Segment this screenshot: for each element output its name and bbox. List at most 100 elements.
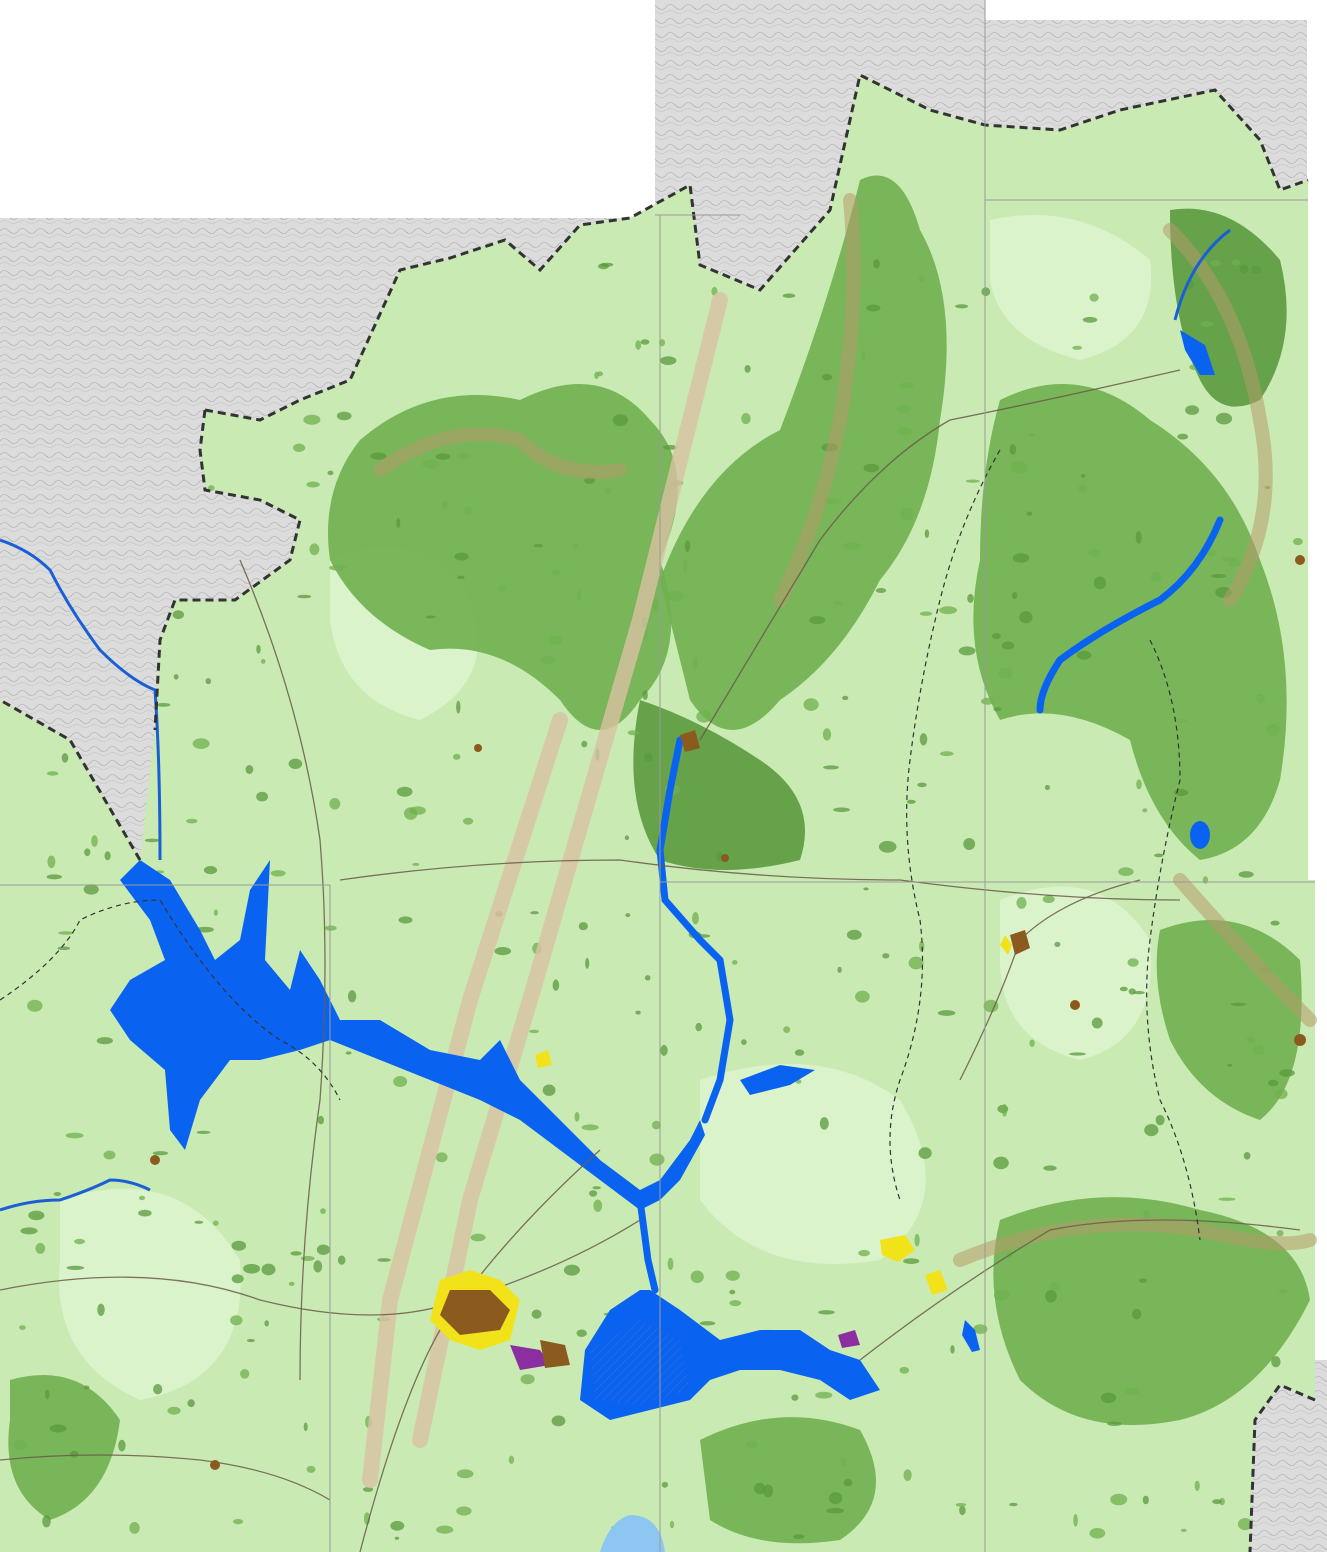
forest-patch	[97, 1303, 105, 1317]
forest-patch	[1279, 1069, 1295, 1077]
forest-patch	[993, 1156, 1009, 1170]
forest-patch	[1028, 433, 1036, 437]
forest-patch	[1089, 293, 1099, 302]
forest-patch	[1270, 920, 1280, 926]
forest-patch	[695, 1022, 702, 1032]
forest-patch	[1029, 1039, 1035, 1047]
forest-patch	[61, 753, 69, 763]
forest-patch	[683, 559, 688, 572]
forest-patch	[782, 293, 796, 298]
forest-patch	[1228, 559, 1241, 568]
forest-patch	[843, 1478, 853, 1487]
forest-patch	[842, 695, 849, 701]
forest-patch	[1251, 265, 1261, 275]
forest-patch	[520, 1374, 535, 1385]
forest-patch	[855, 990, 870, 1003]
forest-patch	[642, 690, 648, 700]
forest-patch	[841, 1457, 847, 1467]
forest-patch	[914, 1233, 920, 1247]
forest-patch	[793, 1534, 805, 1540]
forest-patch	[581, 1124, 599, 1131]
forest-patch	[1054, 941, 1061, 948]
rivers	[0, 228, 1231, 1294]
forest-patch	[231, 1274, 244, 1284]
forest-patch	[540, 656, 556, 664]
forest-patch	[167, 1406, 181, 1415]
forest-patch	[240, 1369, 250, 1379]
reservoir-north-east	[1180, 330, 1215, 375]
forest-patch	[1009, 1502, 1018, 1507]
forest-patch	[605, 487, 611, 494]
forest-patch	[1132, 991, 1145, 995]
forest-patch	[13, 1439, 27, 1451]
forest-patch	[529, 1029, 539, 1034]
forest-patch	[530, 911, 539, 915]
forest-patch	[690, 1270, 704, 1284]
special-zone	[838, 1330, 860, 1348]
forest-patch	[661, 1481, 669, 1488]
forest-patch	[300, 1256, 315, 1261]
forest-patch	[457, 575, 465, 580]
forest-patch	[1043, 1165, 1057, 1171]
forest-patch	[1266, 724, 1280, 736]
forest-patch	[1069, 1052, 1086, 1056]
forest-north-center	[660, 175, 947, 731]
forest-patch	[324, 925, 337, 931]
forest-patch	[1231, 259, 1241, 266]
forest-patch	[1019, 611, 1033, 624]
forest-patch	[20, 1227, 38, 1235]
forest-patch	[1132, 1308, 1142, 1320]
forest-patch	[1080, 474, 1086, 478]
forest-patch	[552, 979, 560, 991]
forest-patch	[625, 913, 631, 918]
forest-patch	[456, 1469, 474, 1479]
forest-patch	[896, 427, 913, 435]
forest-patch	[231, 1240, 247, 1251]
shrub-corridor	[373, 427, 627, 479]
forest-patch	[396, 518, 401, 528]
forest-patch	[823, 765, 839, 770]
forest-patch	[906, 799, 916, 804]
study-area-boundary-west	[0, 409, 302, 861]
forest-patch	[256, 791, 268, 802]
forest-patch	[696, 710, 712, 723]
forest-patch	[320, 1208, 326, 1214]
forest-patch	[803, 698, 819, 711]
forest-patch	[1142, 808, 1148, 813]
forest-patch	[1155, 1114, 1165, 1126]
forest-patch	[1215, 412, 1233, 425]
forest-patch	[939, 606, 957, 615]
forest-patch	[1227, 1063, 1233, 1067]
forest-patch	[731, 960, 738, 965]
forest-patch	[212, 1220, 219, 1226]
forest-patch	[1045, 1290, 1057, 1303]
forest-patch	[1001, 1104, 1008, 1117]
forest-patch	[955, 1503, 967, 1507]
forest-patch	[589, 1190, 598, 1197]
forest-patch	[84, 848, 91, 857]
forest-patch	[824, 498, 842, 504]
forest-patch	[899, 382, 914, 389]
hatched-lake-area	[590, 1320, 690, 1405]
forest-patch	[963, 838, 976, 850]
forest-patch	[725, 1270, 740, 1281]
road	[239, 559, 326, 1381]
forest-patch	[1136, 779, 1142, 790]
forest-patch	[58, 931, 74, 935]
forest-patch	[196, 926, 214, 933]
forest-patch	[1212, 1499, 1222, 1505]
forest-patch	[644, 975, 651, 981]
forest-patch	[967, 593, 974, 603]
forest-patch	[918, 1147, 932, 1159]
river-central	[656, 736, 734, 1124]
forest-patch	[303, 414, 321, 425]
forest-patch	[19, 1325, 26, 1330]
pond	[1190, 821, 1210, 849]
forest-patch	[1016, 897, 1027, 909]
forest-patch	[156, 703, 171, 707]
forest-patch	[317, 1115, 324, 1125]
village	[1294, 1034, 1306, 1046]
forest-patch	[1049, 1282, 1060, 1291]
forest-patch	[667, 1257, 674, 1270]
forest-patch	[1144, 1124, 1159, 1137]
